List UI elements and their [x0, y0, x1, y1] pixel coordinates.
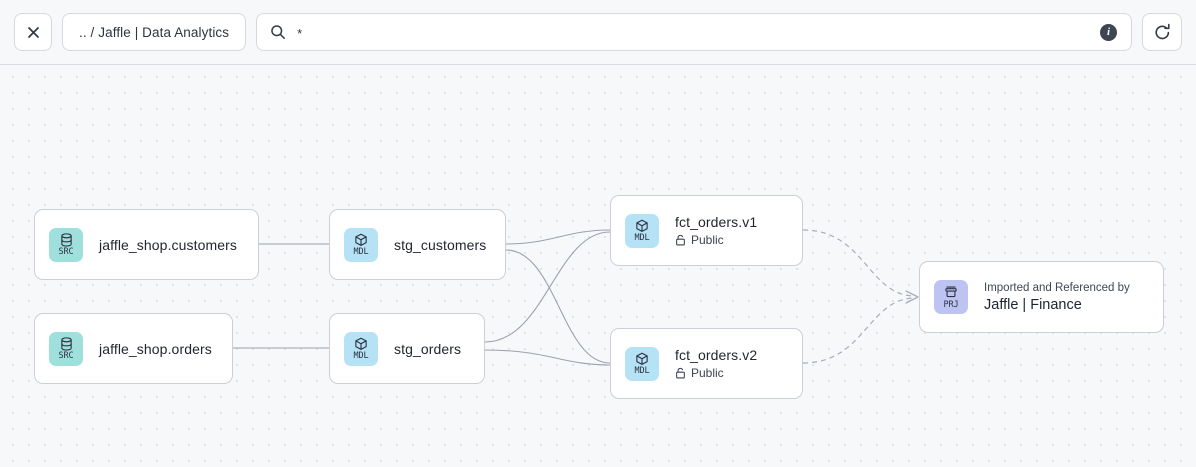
cube-icon — [354, 232, 368, 247]
node-badge-label: SRC — [58, 351, 74, 361]
edge-v1-to-project — [802, 229, 916, 297]
node-title: jaffle_shop.orders — [99, 340, 212, 357]
unlock-icon — [676, 234, 685, 246]
graph-node-src-orders[interactable]: SRC jaffle_shop.orders — [34, 313, 233, 384]
node-visibility-label: Public — [691, 366, 724, 380]
lineage-graph-canvas[interactable]: SRC jaffle_shop.customers SRC jaffle_sho… — [0, 65, 1196, 467]
node-title: Jaffle | Finance — [984, 296, 1082, 313]
node-badge-src: SRC — [49, 331, 83, 366]
node-text: jaffle_shop.orders — [99, 341, 212, 357]
node-title: fct_orders.v2 — [675, 347, 758, 363]
node-badge-mdl: MDL — [625, 346, 659, 381]
refresh-button[interactable] — [1142, 13, 1182, 51]
edge-arrowhead-project — [905, 290, 919, 304]
close-icon — [27, 26, 39, 38]
graph-node-stg-orders[interactable]: MDL stg_orders — [329, 313, 485, 384]
database-icon — [60, 232, 73, 247]
node-visibility: Public — [675, 366, 757, 380]
edge-stg-customers-to-v1 — [505, 229, 611, 245]
edge-v2-to-project — [802, 297, 916, 364]
node-text: Imported and Referenced by Jaffle | Fina… — [984, 282, 1130, 313]
node-visibility-label: Public — [691, 233, 724, 247]
node-title: jaffle_shop.customers — [99, 236, 238, 253]
graph-node-fct-orders-v2[interactable]: MDL fct_orders.v2 Public — [610, 328, 803, 399]
refresh-icon — [1154, 23, 1170, 39]
cube-icon — [635, 351, 649, 366]
node-text: stg_orders — [394, 341, 461, 357]
edge-stg-orders-to-v2 — [484, 349, 611, 366]
node-title: stg_orders — [394, 340, 462, 357]
edge-stg-customers-to-v2 — [505, 249, 611, 364]
graph-node-src-customers[interactable]: SRC jaffle_shop.customers — [34, 209, 259, 280]
node-caption: Imported and Referenced by — [984, 281, 1130, 294]
node-title: fct_orders.v1 — [675, 214, 758, 230]
node-badge-src: SRC — [49, 227, 83, 262]
node-text: jaffle_shop.customers — [99, 237, 237, 253]
project-icon — [944, 285, 958, 300]
database-icon — [60, 336, 73, 351]
graph-node-fct-orders-v1[interactable]: MDL fct_orders.v1 Public — [610, 195, 803, 266]
node-badge-label: SRC — [58, 247, 74, 257]
node-text: stg_customers — [394, 237, 486, 253]
node-text: fct_orders.v1 Public — [675, 214, 757, 247]
search-input-value[interactable]: * — [297, 25, 303, 40]
top-toolbar: .. / Jaffle | Data Analytics * i — [0, 0, 1196, 65]
search-icon — [271, 25, 286, 39]
node-badge-label: MDL — [353, 351, 369, 361]
close-button[interactable] — [14, 13, 52, 51]
breadcrumb-button[interactable]: .. / Jaffle | Data Analytics — [62, 13, 247, 51]
cube-icon — [354, 336, 368, 351]
search-input[interactable]: * i — [256, 13, 1132, 51]
node-badge-label: PRJ — [943, 299, 959, 310]
cube-icon — [635, 218, 649, 233]
graph-node-project-jaffle-finance[interactable]: PRJ Imported and Referenced by Jaffle | … — [919, 261, 1164, 333]
node-title: stg_customers — [394, 236, 487, 253]
node-badge-label: MDL — [634, 366, 650, 376]
node-visibility: Public — [675, 233, 757, 247]
node-badge-mdl: MDL — [344, 227, 378, 262]
node-badge-prj: PRJ — [934, 280, 968, 314]
unlock-icon — [676, 367, 685, 379]
graph-node-stg-customers[interactable]: MDL stg_customers — [329, 209, 506, 280]
breadcrumb-label: .. / Jaffle | Data Analytics — [79, 24, 230, 40]
node-badge-mdl: MDL — [344, 331, 378, 366]
node-badge-mdl: MDL — [625, 213, 659, 248]
info-icon[interactable]: i — [1100, 23, 1117, 41]
node-badge-label: MDL — [634, 233, 650, 243]
node-text: fct_orders.v2 Public — [675, 347, 757, 380]
node-badge-label: MDL — [353, 247, 369, 257]
